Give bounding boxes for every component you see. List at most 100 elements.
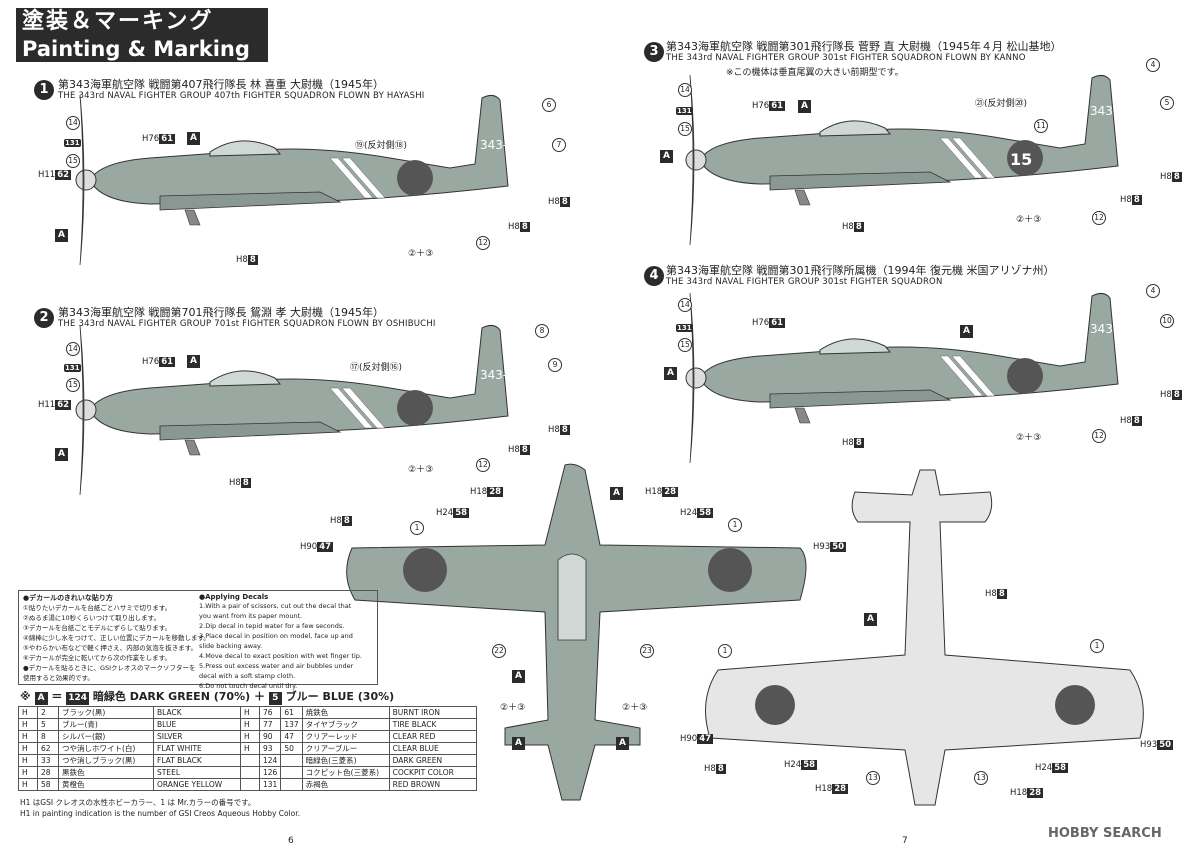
callout-12: 12: [476, 230, 490, 250]
color-name-en-left: SILVER: [153, 730, 241, 743]
color-num-left: 28: [37, 766, 59, 779]
callout-mix: ②＋③: [622, 703, 648, 713]
color-num-right: 76: [258, 706, 282, 719]
decal-jp-line: ⑤やわらかい布などで軽く押さえ、内部の気泡を抜きます。: [23, 644, 198, 652]
color-code-left: H: [18, 754, 38, 767]
color-num-right: 90: [258, 730, 282, 743]
callout-14: 14: [678, 292, 692, 312]
callout-mix: ②＋③: [408, 465, 434, 475]
tail-code-4: 343-35: [1090, 322, 1133, 336]
aircraft-top-view: [346, 463, 807, 801]
callout-6: 6: [542, 92, 556, 112]
decal-instructions-en: ●Applying Decals 1.With a pair of scisso…: [199, 593, 374, 691]
section-2-title-en: THE 343rd NAVAL FIGHTER GROUP 701st FIGH…: [58, 319, 436, 329]
color-num-left: 5: [37, 718, 59, 731]
decal-en-line: 5.Press out excess water and air bubbles…: [199, 662, 354, 670]
callout-13: 13: [974, 765, 988, 785]
fuselage-number-3: 15: [1010, 150, 1033, 169]
color-name-jp-right: 暗緑色(三菱系): [301, 754, 390, 767]
mix-color-2: ブルー BLUE (30%): [285, 690, 395, 703]
color-num-left: 2: [37, 706, 59, 719]
callout-7: 7: [552, 132, 566, 152]
callout-22: 22: [492, 638, 506, 658]
color-name-jp-right: 焼鉄色: [301, 706, 390, 719]
color-hnum-right: 50: [280, 742, 303, 755]
callout-14: 14: [678, 77, 692, 97]
aircraft-2-side-view: [75, 324, 509, 496]
decal-en-line: decal with a soft stamp cloth.: [199, 672, 296, 680]
aircraft-1-side-view: [75, 94, 509, 266]
tail-code-3: 343-15: [1090, 104, 1133, 118]
section-1-title-jp: 第343海軍航空隊 戦闘第407飛行隊長 林 喜重 大尉機（1945年）: [58, 78, 384, 91]
color-num-right: 124: [258, 754, 282, 767]
color-code-left: H: [18, 766, 38, 779]
callout-15: 15: [66, 372, 80, 392]
decal-en-line: 6.Do not touch decal until dry.: [199, 682, 298, 690]
color-name-jp-right: クリアーブルー: [301, 742, 390, 755]
decal-en-line: 4.Move decal to exact position with wet …: [199, 652, 362, 660]
decal-jp-line: ④綿棒に少し水をつけて、正しい位置にデカールを移動します。: [23, 634, 210, 642]
callout-a: A: [864, 606, 877, 626]
callout-a: A: [610, 480, 623, 500]
decal-en-line: you want from its paper mount.: [199, 612, 303, 620]
callout-131: 131: [676, 107, 693, 115]
callout-a: A: [798, 93, 811, 113]
color-name-en-right: CLEAR BLUE: [388, 742, 477, 755]
decal-jp-line: ③デカールを台紙ごとモデルにずらして貼ります。: [23, 624, 172, 632]
callout-15: 15: [66, 148, 80, 168]
color-hnum-right: 137: [280, 718, 303, 731]
color-code-right: H: [240, 718, 260, 731]
color-code-left: H: [18, 730, 38, 743]
color-code-right: H: [240, 706, 260, 719]
decal-jp-line: ②ぬるま湯に10秒くらいつけて取り出します。: [23, 614, 160, 622]
color-num-right: 93: [258, 742, 282, 755]
color-name-en-left: STEEL: [153, 766, 241, 779]
callout-14: 14: [66, 336, 80, 356]
mix-a-box: A: [34, 692, 48, 705]
color-num-left: 33: [37, 754, 59, 767]
color-code-right: H: [240, 730, 260, 743]
section-4-number: 4: [644, 266, 664, 286]
callout-13: 13: [866, 765, 880, 785]
callout-a: A: [512, 730, 525, 750]
decal-en-line: 1.With a pair of scissors, cut out the d…: [199, 602, 352, 610]
color-num-left: 8: [37, 730, 59, 743]
callout-15: 15: [678, 116, 692, 136]
color-name-en-left: BLACK: [153, 706, 241, 719]
mix-color-1-code: 124: [66, 692, 90, 705]
color-name-jp-left: シルバー(銀): [58, 730, 154, 743]
color-name-en-left: ORANGE YELLOW: [153, 778, 241, 791]
callout-4: 4: [1146, 278, 1160, 298]
section-2-number: 2: [34, 308, 54, 328]
callout-4: 4: [1146, 52, 1160, 72]
callout-mix: ②＋③: [500, 703, 526, 713]
color-name-en-left: FLAT BLACK: [153, 754, 241, 767]
stripe-note-2: ⑰(反対側⑯): [350, 363, 403, 373]
color-code-right: [240, 766, 260, 779]
callout-a: A: [960, 318, 973, 338]
tail-code-1: 343-30: [480, 138, 523, 152]
aircraft-4-side-view: [685, 292, 1119, 464]
color-hnum-right: [280, 778, 303, 791]
callout-12: 12: [476, 452, 490, 472]
color-num-right: 77: [258, 718, 282, 731]
color-hnum-right: 47: [280, 730, 303, 743]
aircraft-3-side-view: [685, 74, 1119, 246]
color-name-jp-left: 黄橙色: [58, 778, 154, 791]
stripe-note-3: ㉑(反対側⑳): [975, 99, 1028, 109]
color-num-left: 62: [37, 742, 59, 755]
callout-8: 8: [535, 318, 549, 338]
